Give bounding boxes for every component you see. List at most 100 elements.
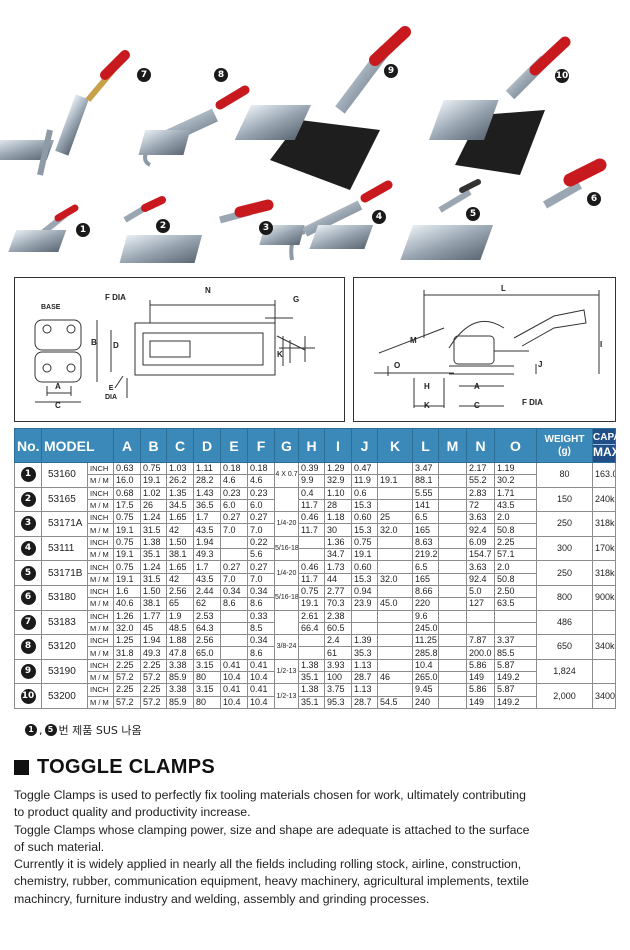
cell-l-inch: 9.45 xyxy=(412,683,439,697)
cell-k-mm xyxy=(377,498,413,513)
cell-o-mm: 50.8 xyxy=(494,572,537,586)
cell-weight: 1,824 xyxy=(536,658,593,685)
cell-n-inch: 3.63 xyxy=(466,511,495,525)
cell-k-mm: 32.0 xyxy=(377,572,413,586)
section-heading: TOGGLE CLAMPS xyxy=(14,756,215,779)
cell-j-inch xyxy=(351,609,378,623)
cell-n-inch: 3.63 xyxy=(466,560,495,574)
cell-d-inch: 3.15 xyxy=(193,658,221,673)
unit-mm: M / M xyxy=(87,572,114,586)
cell-a-inch: 1.25 xyxy=(113,634,141,648)
cell-i-mm: 44 xyxy=(324,572,352,586)
cell-l-inch: 3.47 xyxy=(412,461,439,476)
cell-o-inch: 2.0 xyxy=(494,560,537,574)
cell-l-mm: 141 xyxy=(412,498,439,513)
cell-m-inch xyxy=(438,486,467,500)
cell-k-inch xyxy=(377,609,413,623)
cell-c-inch: 1.9 xyxy=(166,609,194,623)
cell-k-inch xyxy=(377,461,413,476)
cell-weight: 250 xyxy=(536,560,593,586)
cell-i-mm: 60.5 xyxy=(324,621,352,636)
row-number-cell: 7 xyxy=(14,609,42,636)
header-b: B xyxy=(140,428,167,463)
cell-j-inch: 1.39 xyxy=(351,634,378,648)
cell-a-inch: 0.75 xyxy=(113,535,141,550)
row-number-cell: 9 xyxy=(14,658,42,685)
cell-m-inch xyxy=(438,634,467,648)
model-cell: 53120 xyxy=(41,634,88,660)
table-header-row: No. MODEL A B C D E F G H I J K L M N O … xyxy=(14,428,630,463)
cell-e-mm: 7.0 xyxy=(220,572,248,586)
cell-l-mm: 265.0 xyxy=(412,671,439,685)
cell-n-inch: 5.0 xyxy=(466,584,495,599)
cell-m-mm xyxy=(438,597,467,611)
label-f-dia: F DIA xyxy=(522,398,543,407)
cell-o-mm xyxy=(494,621,537,636)
cell-j-inch: 0.6 xyxy=(351,486,378,500)
model-cell: 53111 xyxy=(41,535,88,562)
cell-j-mm: 15.3 xyxy=(351,498,378,513)
cell-m-inch xyxy=(438,658,467,673)
description-line: machincry, furniture industry and weldin… xyxy=(14,891,430,906)
cell-h-inch: 0.4 xyxy=(298,486,325,500)
cell-j-mm: 11.9 xyxy=(351,474,378,488)
unit-mm: M / M xyxy=(87,597,114,611)
header-capacity: CAPACITY MAX xyxy=(592,428,630,463)
label-b: B xyxy=(91,338,97,347)
clamp-photo-5 xyxy=(309,179,481,249)
cell-i-inch: 1.29 xyxy=(324,461,352,476)
product-photos: 7 8 9 10 1 2 3 4 5 6 xyxy=(0,0,630,272)
cell-l-mm: 165 xyxy=(412,523,439,537)
cell-capacity: 3400kg xyxy=(592,683,616,709)
cell-i-inch: 1.36 xyxy=(324,535,352,550)
row-number-badge: 10 xyxy=(20,688,36,704)
unit-mm: M / M xyxy=(87,671,114,685)
cell-o-inch: 5.87 xyxy=(494,683,537,697)
cell-c-mm: 48.5 xyxy=(166,621,194,636)
cell-a-mm: 31.8 xyxy=(113,646,141,660)
label-l: L xyxy=(501,284,506,293)
cell-b-mm: 31.5 xyxy=(140,572,167,586)
cell-d-mm: 62 xyxy=(193,597,221,611)
cell-e-mm: 8.6 xyxy=(220,597,248,611)
footnote-number-1: 1 xyxy=(25,724,37,736)
side-view-drawing xyxy=(374,290,600,408)
cell-e-mm xyxy=(220,548,248,562)
cell-d-mm: 36.5 xyxy=(193,498,221,513)
cell-a-inch: 0.68 xyxy=(113,486,141,500)
cell-o-mm: 50.8 xyxy=(494,523,537,537)
cell-f-mm: 6.0 xyxy=(247,498,275,513)
cell-c-inch: 1.88 xyxy=(166,634,194,648)
cell-g: 5/16-18 xyxy=(274,584,299,611)
cell-c-mm: 42 xyxy=(166,523,194,537)
cell-n-mm: 72 xyxy=(466,498,495,513)
row-number-cell: 1 xyxy=(14,462,42,488)
cell-m-inch xyxy=(438,461,467,476)
cell-a-mm: 32.0 xyxy=(113,621,141,636)
cell-i-mm: 28 xyxy=(324,498,352,513)
cell-m-inch xyxy=(438,535,467,550)
cell-b-mm: 57.2 xyxy=(140,695,167,709)
unit-inch: INCH xyxy=(87,535,114,550)
unit-mm: M / M xyxy=(87,646,114,660)
unit-mm: M / M xyxy=(87,548,114,562)
header-capacity-line2: MAX xyxy=(593,445,620,459)
cell-capacity: 163.0kg xyxy=(592,462,616,488)
cell-h-mm: 11.7 xyxy=(298,572,325,586)
cell-c-inch: 3.38 xyxy=(166,683,194,697)
product-badge-1: 1 xyxy=(76,223,90,237)
cell-h-inch: 0.39 xyxy=(298,461,325,476)
cell-l-inch: 6.5 xyxy=(412,511,439,525)
model-cell: 53200 xyxy=(41,683,88,709)
cell-h-mm: 9.9 xyxy=(298,474,325,488)
cell-f-inch: 0.18 xyxy=(247,461,275,476)
cell-n-mm: 92.4 xyxy=(466,572,495,586)
cell-n-mm: 127 xyxy=(466,597,495,611)
row-number-badge: 6 xyxy=(20,590,36,606)
cell-a-mm: 16.0 xyxy=(113,474,141,488)
